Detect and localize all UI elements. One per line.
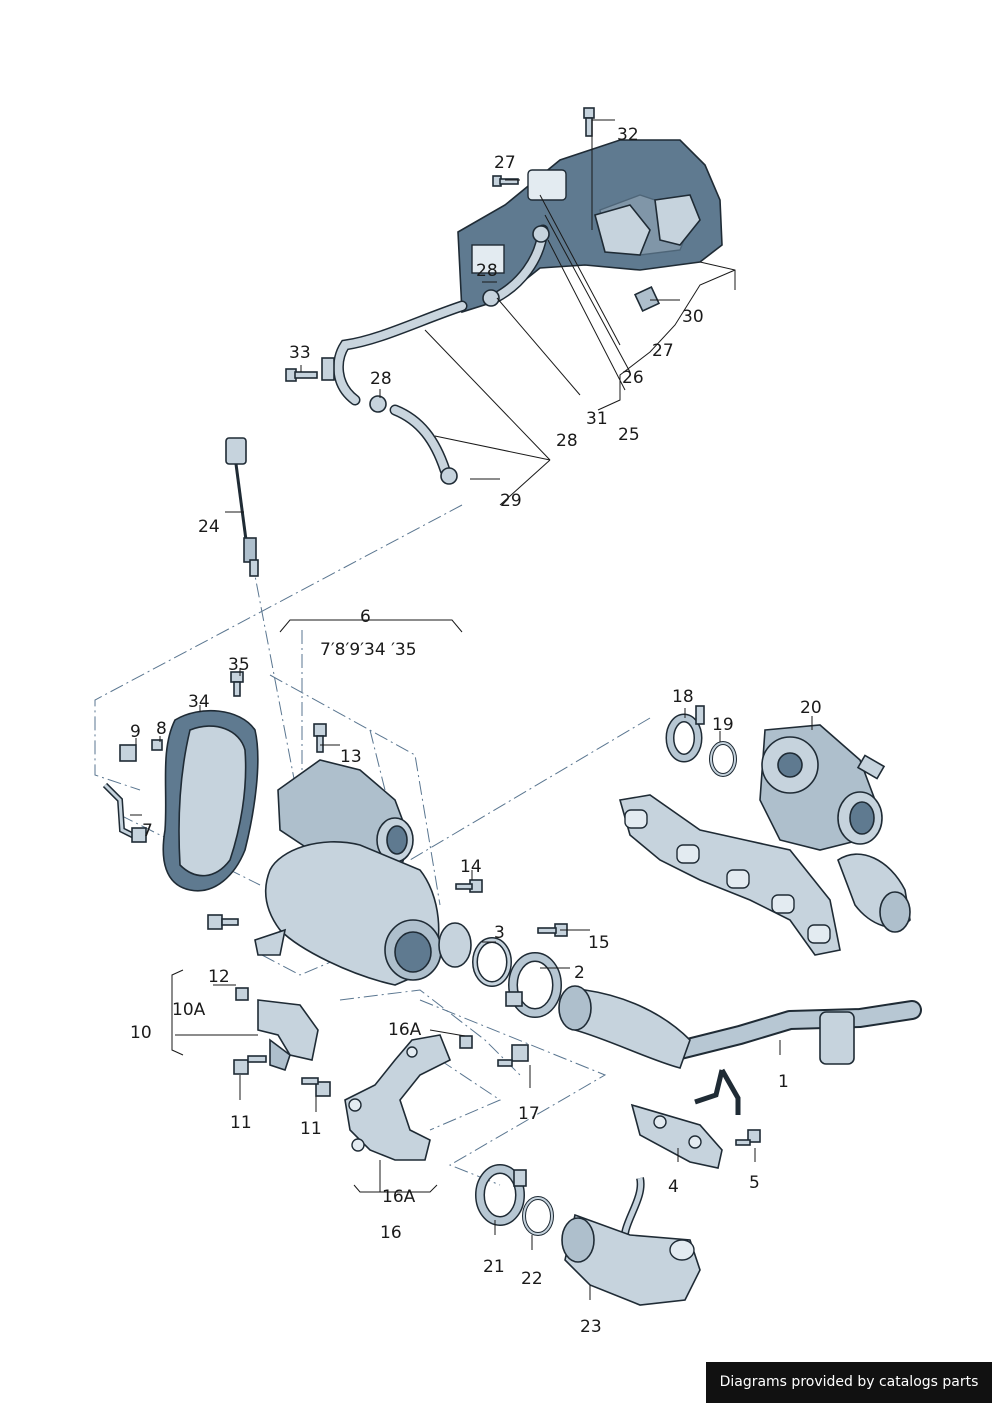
oxygen-sensor xyxy=(225,437,259,577)
leader-lines xyxy=(130,119,813,1300)
label-15: 15 xyxy=(588,933,610,953)
label-11-right: 11 xyxy=(300,1119,322,1139)
label-8: 8 xyxy=(156,719,167,739)
label-19: 19 xyxy=(712,715,734,735)
footer-credit: Diagrams provided by catalogs parts xyxy=(706,1362,992,1403)
label-32: 32 xyxy=(617,125,639,145)
label-28-bottom: 28 xyxy=(556,431,578,451)
label-16: 16 xyxy=(380,1223,402,1243)
label-10: 10 xyxy=(130,1023,152,1043)
catalytic-converter xyxy=(254,759,472,986)
label-31: 31 xyxy=(586,409,608,429)
label-28-top: 28 xyxy=(476,261,498,281)
bolts xyxy=(151,107,761,1146)
label-34: 34 xyxy=(188,692,210,712)
label-11-left: 11 xyxy=(230,1113,252,1133)
assembly-dash-lines xyxy=(94,504,651,1186)
label-16a-top: 16A xyxy=(388,1020,422,1040)
front-exhaust-pipe xyxy=(558,985,922,1115)
label-18: 18 xyxy=(672,687,694,707)
small-pipe xyxy=(102,744,147,843)
flange xyxy=(630,1103,723,1169)
heat-shield-34 xyxy=(162,709,259,892)
egr-pipe xyxy=(561,1177,701,1306)
label-27-top: 27 xyxy=(494,153,516,173)
label-16a-bottom: 16A xyxy=(382,1187,416,1207)
label-24: 24 xyxy=(198,517,220,537)
label-13: 13 xyxy=(340,747,362,767)
label-22: 22 xyxy=(521,1269,543,1289)
label-30: 30 xyxy=(682,307,704,327)
clamps-gaskets xyxy=(472,705,737,1236)
label-1: 1 xyxy=(778,1072,789,1092)
label-21: 21 xyxy=(483,1257,505,1277)
turbocharger xyxy=(759,724,911,933)
label-27-bottom: 27 xyxy=(652,341,674,361)
bracket-10 xyxy=(257,999,319,1072)
exhaust-manifold xyxy=(618,794,841,956)
label-3: 3 xyxy=(494,923,505,943)
label-26: 26 xyxy=(622,368,644,388)
label-14: 14 xyxy=(460,857,482,877)
label-2: 2 xyxy=(574,963,585,983)
label-23: 23 xyxy=(580,1317,602,1337)
label-6-sub: 7′8′9′34 ′35 xyxy=(320,640,417,660)
label-33: 33 xyxy=(289,343,311,363)
bracket-16 xyxy=(344,1034,452,1161)
label-29: 29 xyxy=(500,491,522,511)
label-28-mid: 28 xyxy=(370,369,392,389)
part-labels: 32 27 28 30 27 33 26 28 31 25 28 29 24 6… xyxy=(130,125,822,1337)
label-6: 6 xyxy=(360,607,371,627)
label-25: 25 xyxy=(618,425,640,445)
label-17: 17 xyxy=(518,1104,540,1124)
heat-shield xyxy=(321,139,723,485)
label-7: 7 xyxy=(142,821,153,841)
label-20: 20 xyxy=(800,698,822,718)
label-4: 4 xyxy=(668,1177,679,1197)
label-10a: 10A xyxy=(172,1000,206,1020)
label-9: 9 xyxy=(130,722,141,742)
label-5: 5 xyxy=(749,1173,760,1193)
label-35: 35 xyxy=(228,655,250,675)
label-12: 12 xyxy=(208,967,230,987)
